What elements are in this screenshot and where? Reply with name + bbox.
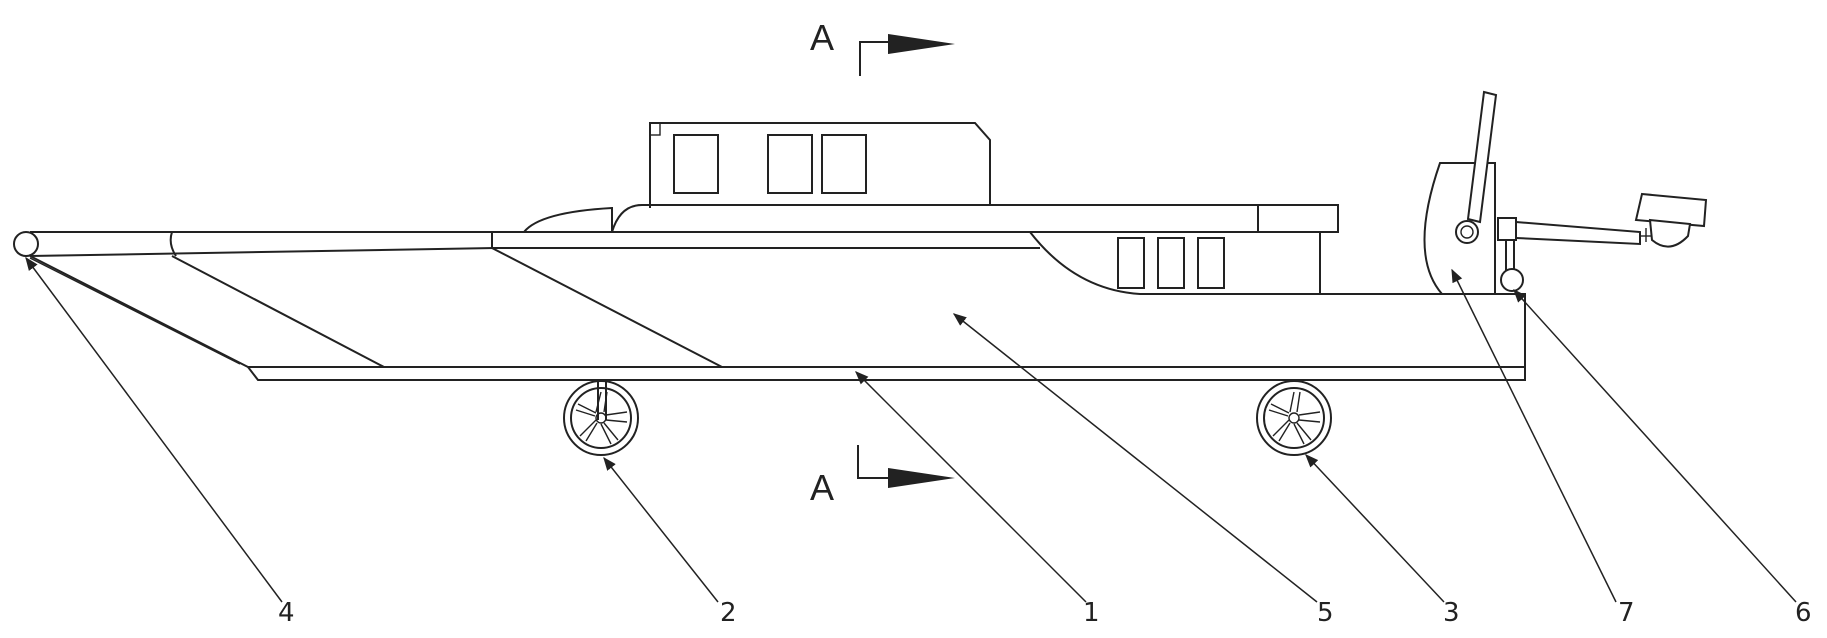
leader-1 <box>855 371 1087 603</box>
transom-joint <box>1500 268 1524 292</box>
leader-6 <box>1513 288 1797 603</box>
label-4: 4 <box>278 598 295 628</box>
label-5: 5 <box>1317 598 1334 628</box>
hull <box>29 231 1526 381</box>
label-2: 2 <box>720 598 737 628</box>
label-3: 3 <box>1443 598 1460 628</box>
label-7: 7 <box>1618 598 1635 628</box>
label-1: 1 <box>1083 598 1100 628</box>
leader-2 <box>603 456 719 603</box>
wheelhouse <box>649 122 991 208</box>
front-wheel <box>563 380 639 456</box>
leader-3 <box>1305 454 1445 603</box>
hull-window-1 <box>1117 237 1145 289</box>
stern-mount <box>1423 90 1708 295</box>
hull-window-3 <box>1197 237 1225 289</box>
bow-roller <box>13 231 39 257</box>
cabin-window-3 <box>821 134 867 194</box>
rear-wheel <box>1256 380 1332 456</box>
section-mark-top: A <box>810 17 955 76</box>
leader-7 <box>1451 268 1617 603</box>
label-6: 6 <box>1795 598 1812 628</box>
leader-lines <box>25 256 1797 603</box>
leader-4 <box>25 256 283 603</box>
cabin-window-2 <box>767 134 813 194</box>
part-labels: 4 2 1 5 3 7 6 <box>278 598 1812 628</box>
section-mark-bottom: A <box>810 445 955 508</box>
deck-rail <box>29 204 1339 257</box>
section-letter-top: A <box>810 17 834 58</box>
leader-5 <box>952 313 1318 603</box>
hull-window-2 <box>1157 237 1185 289</box>
cabin-window-1 <box>673 134 719 194</box>
section-letter-bottom: A <box>810 467 834 508</box>
